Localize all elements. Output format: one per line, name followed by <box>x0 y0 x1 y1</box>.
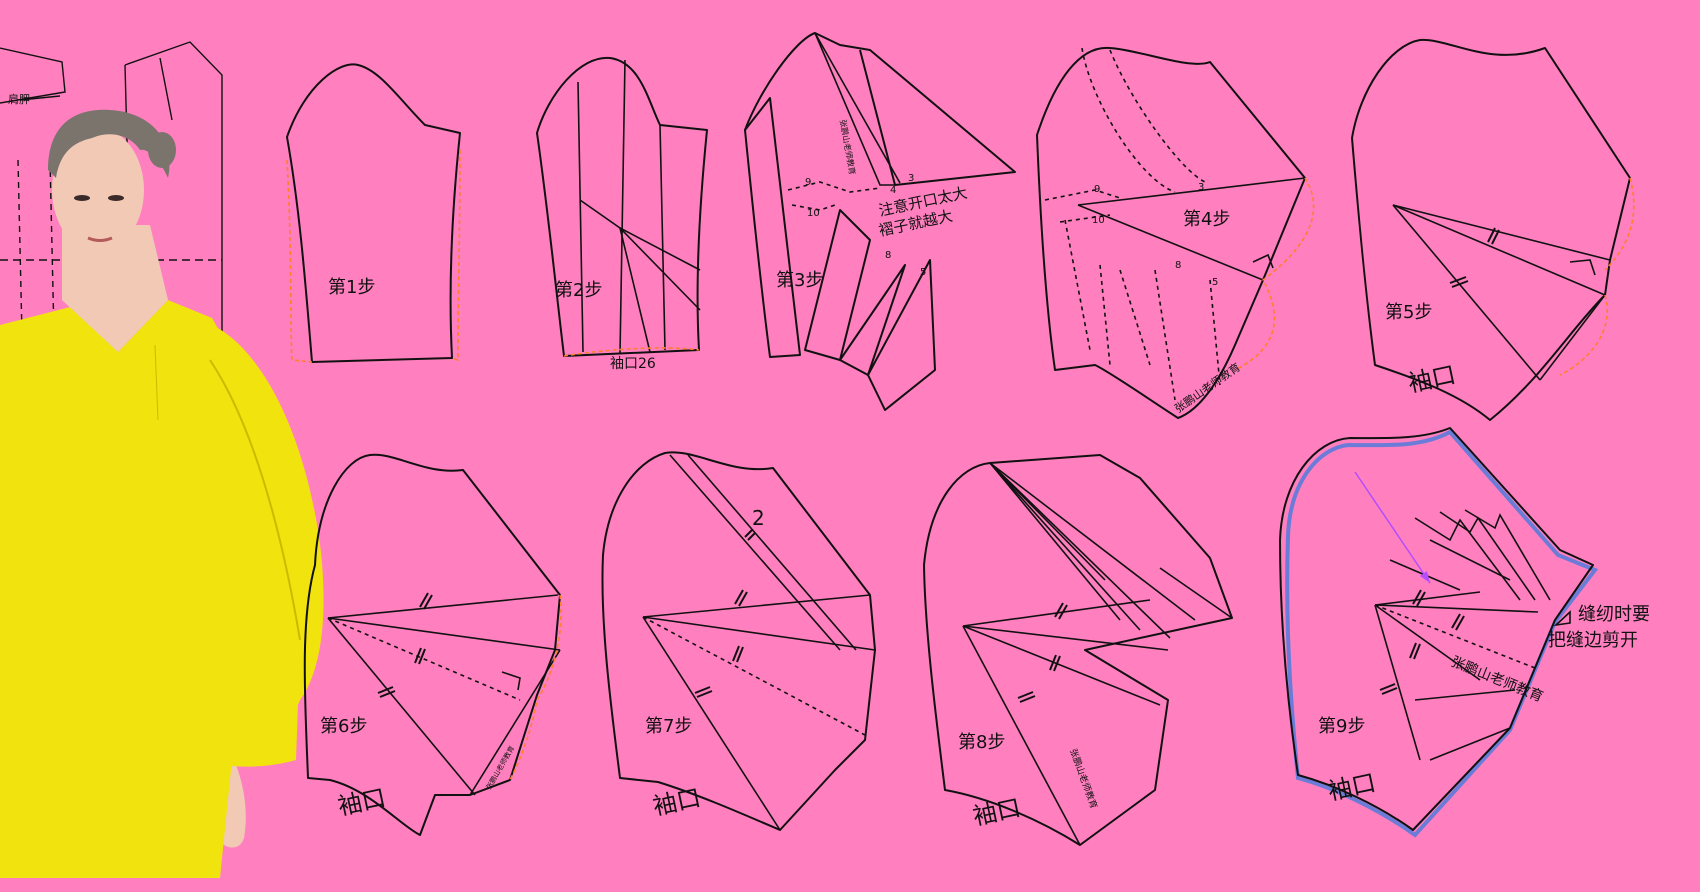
step-9-note-line-2: 把缝边剪开 <box>1548 630 1638 651</box>
step-9-sleeve <box>1279 427 1599 838</box>
step-1-sleeve <box>286 63 461 363</box>
step-3-sleeve <box>744 32 1016 411</box>
step-6-label: 第6步 <box>320 716 367 737</box>
step-4-num-5: 5 <box>1212 277 1218 288</box>
step-2-cuff-label: 袖口26 <box>610 356 656 372</box>
step-3-num-8: 8 <box>885 250 891 261</box>
step-3-num-3: 3 <box>908 173 914 184</box>
step-3-num-4: 4 <box>890 185 896 196</box>
step-4-num-8: 8 <box>1175 260 1181 271</box>
step-9-note-line-1: 缝纫时要 <box>1578 604 1650 625</box>
step-3-num-10: 10 <box>807 208 820 219</box>
step-2-sleeve <box>536 56 708 357</box>
step-8-sleeve <box>923 454 1233 846</box>
step-3-num-5: 5 <box>920 267 926 278</box>
step-9-label: 第9步 <box>1318 716 1365 737</box>
step-7-dim: 2 <box>752 506 765 530</box>
step-4-label: 第4步 <box>1183 209 1230 230</box>
step-1-label: 第1步 <box>328 277 375 298</box>
step-5-sleeve <box>1351 38 1635 421</box>
step-5-label: 第5步 <box>1385 302 1432 323</box>
step-8-label: 第8步 <box>958 732 1005 753</box>
step-4-sleeve <box>1036 46 1315 419</box>
step-4-num-3: 3 <box>1198 182 1204 193</box>
step-7-label: 第7步 <box>645 716 692 737</box>
model-in-yellow-dress <box>0 109 324 878</box>
step-6-sleeve <box>303 453 562 836</box>
step-3-label: 第3步 <box>776 270 823 291</box>
step-2-label: 第2步 <box>555 280 602 301</box>
step-4-num-10: 10 <box>1092 215 1105 226</box>
shoulder-label: 肩胛 <box>8 92 30 106</box>
step-4-num-9: 9 <box>1094 184 1100 195</box>
step-3-num-9: 9 <box>805 177 811 188</box>
step-7-sleeve <box>601 451 876 831</box>
